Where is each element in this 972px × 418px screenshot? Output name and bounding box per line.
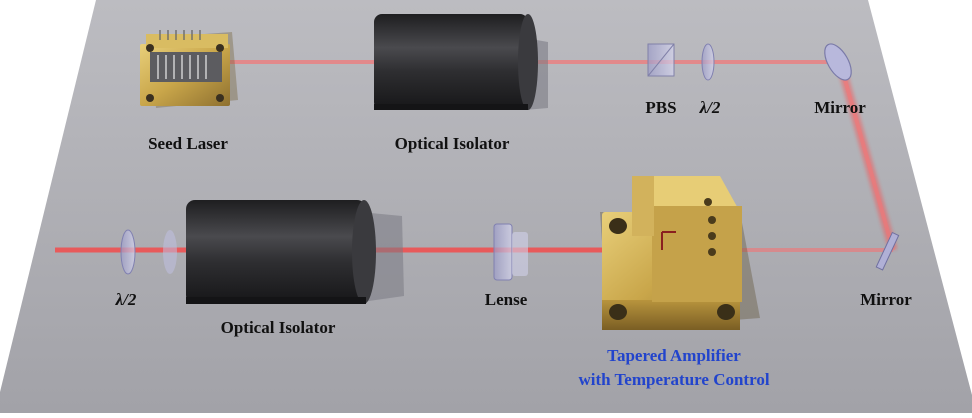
tapered-amplifier-module (600, 176, 760, 330)
mirror-top (824, 43, 852, 81)
label-lense: Lense (484, 290, 528, 309)
pbs-cube (647, 43, 675, 77)
label-optical-isolator-bottom: Optical Isolator (220, 318, 336, 337)
label-mirror-top: Mirror (814, 98, 866, 117)
mirror-right (875, 231, 900, 271)
half-wave-plate-top (701, 43, 715, 81)
label-pbs: PBS (645, 98, 677, 117)
label-half-wave-bottom: λ/2 (115, 290, 137, 309)
seed-laser-module (140, 30, 238, 108)
label-half-wave-top: λ/2 (699, 98, 721, 117)
label-tapered-amplifier-line2: with Temperature Control (578, 370, 770, 389)
label-tapered-amplifier-line1: Tapered Amplifier (607, 346, 741, 365)
lens-element (493, 223, 528, 281)
label-seed-laser: Seed Laser (148, 134, 228, 153)
optical-isolator-top (374, 14, 548, 110)
optical-isolator-bottom (186, 200, 404, 304)
label-mirror-right: Mirror (860, 290, 912, 309)
label-optical-isolator-top: Optical Isolator (394, 134, 510, 153)
half-wave-plate-bottom (120, 229, 177, 275)
